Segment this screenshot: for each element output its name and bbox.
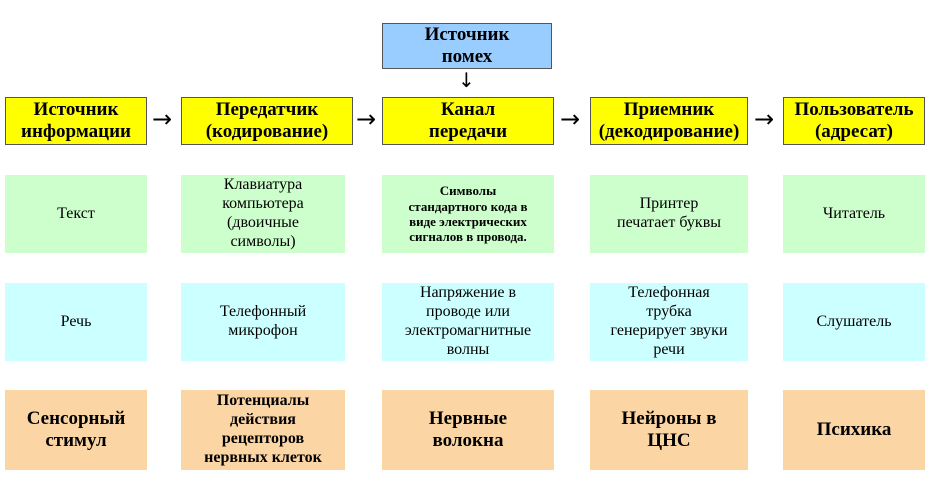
header-channel: Канал передачи [382,97,554,145]
row1-cell-user: Читатель [783,175,925,253]
header-arrow-4: → [754,105,775,133]
noise-source-box: Источник помех [382,23,552,69]
row2-cell-transmitter: Телефонный микрофон [181,283,345,361]
header-arrow-1: → [152,105,173,133]
row3-cell-user: Психика [783,390,925,470]
header-receiver: Приемник (декодирование) [590,97,748,145]
row1-cell-source: Текст [5,175,147,253]
header-information-source: Источник информации [5,97,147,145]
row3-cell-source: Сенсорный стимул [5,390,147,470]
header-user: Пользователь (адресат) [783,97,925,145]
row3-cell-channel: Нервные волокна [382,390,554,470]
noise-arrow-down: ↓ [458,68,475,92]
header-transmitter: Передатчик (кодирование) [181,97,353,145]
row3-cell-transmitter: Потенциалы действия рецепторов нервных к… [181,390,345,470]
row2-cell-source: Речь [5,283,147,361]
header-arrow-2: → [356,105,377,133]
row2-cell-receiver: Телефонная трубка генерирует звуки речи [590,283,748,361]
header-arrow-3: → [560,105,581,133]
row1-cell-receiver: Принтер печатает буквы [590,175,748,253]
row1-cell-channel: Символы стандартного кода в виде электри… [382,175,554,253]
row2-cell-channel: Напряжение в проводе или электромагнитны… [382,283,554,361]
row2-cell-user: Слушатель [783,283,925,361]
row3-cell-receiver: Нейроны в ЦНС [590,390,748,470]
row1-cell-transmitter: Клавиатура компьютера (двоичные символы) [181,175,345,253]
